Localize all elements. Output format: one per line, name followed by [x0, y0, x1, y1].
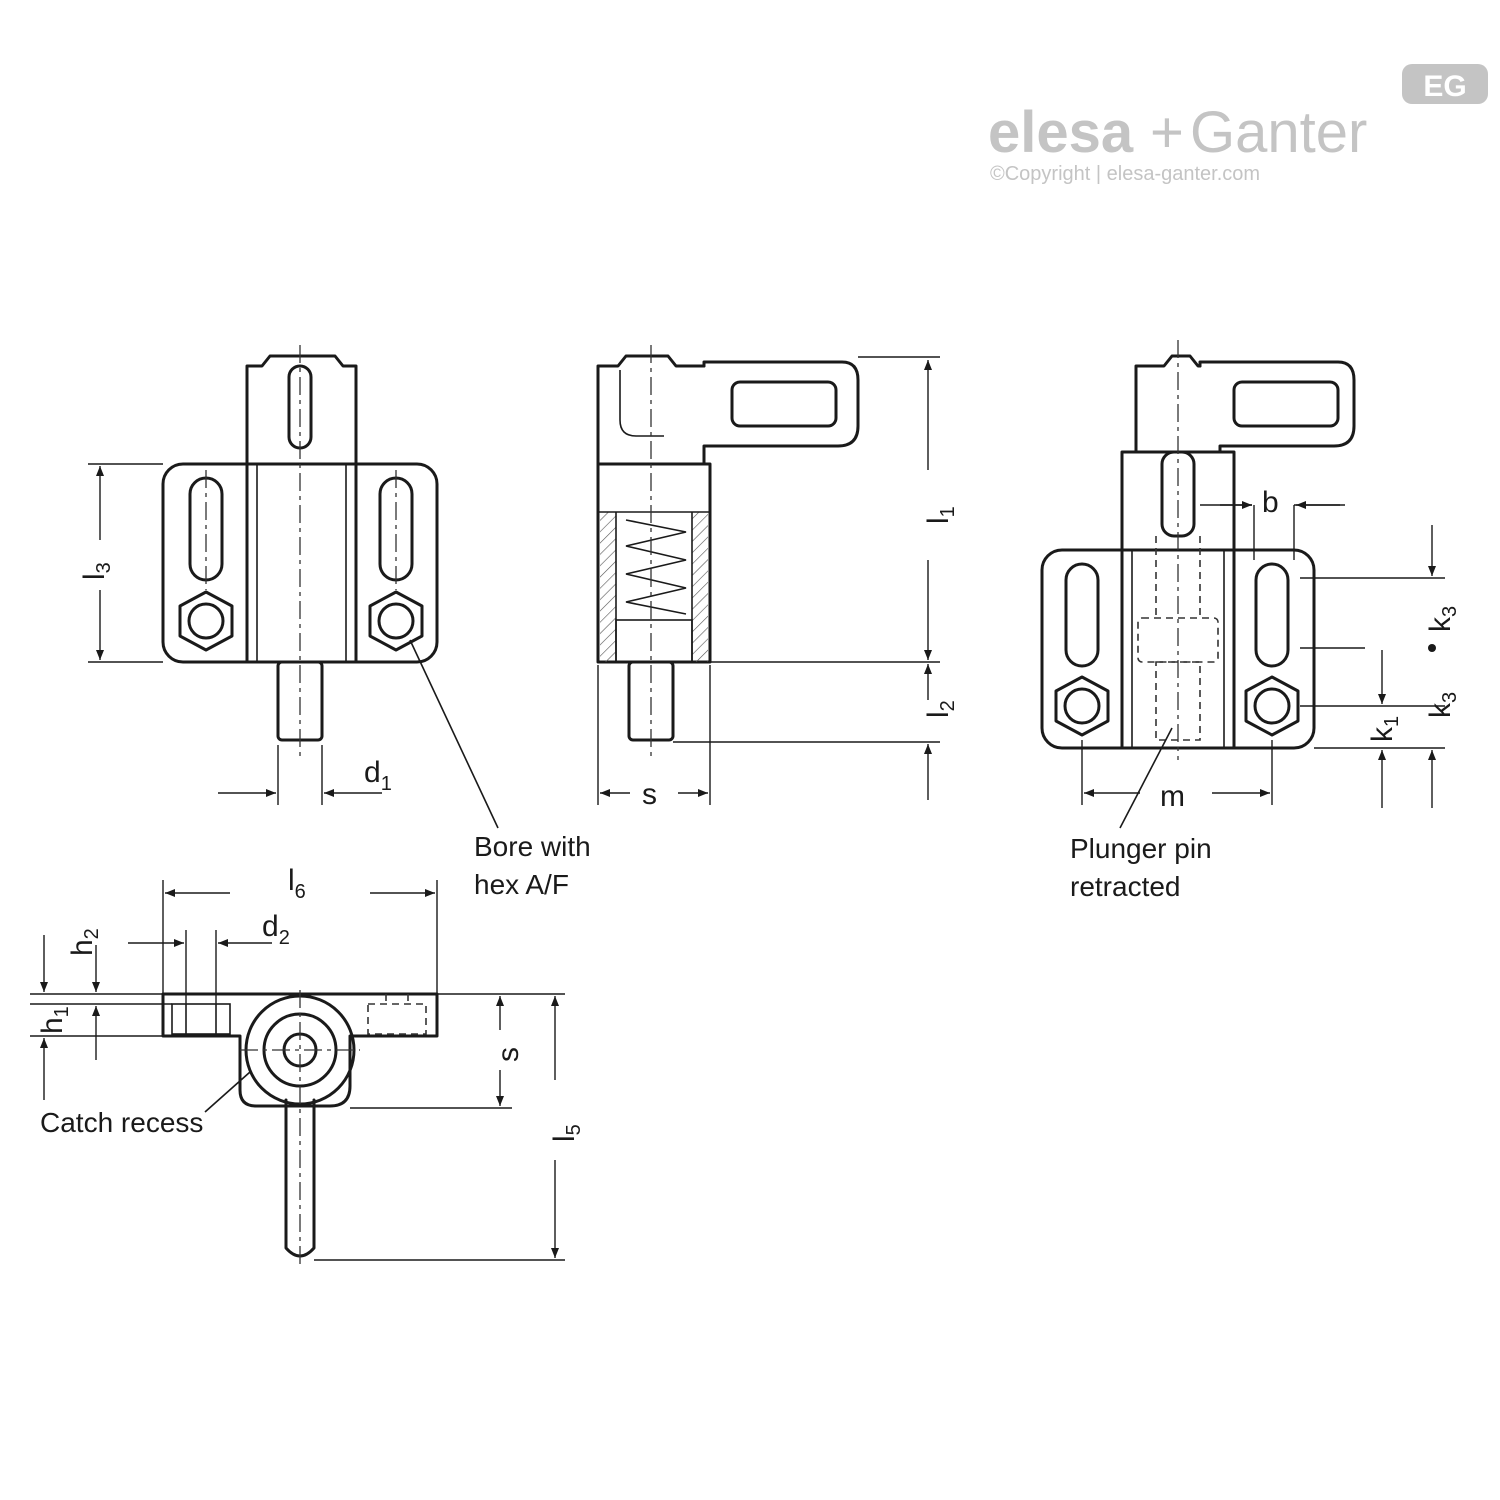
front-view — [88, 345, 499, 829]
label-h1: h1 — [36, 1006, 73, 1034]
label-l5: l5 — [548, 1124, 585, 1142]
label-d2: d2 — [262, 910, 290, 949]
brand-name-ganter: Ganter — [1190, 100, 1367, 165]
note-bore-line1: Bore with — [474, 831, 591, 862]
note-bore-line2: hex A/F — [474, 869, 569, 900]
brand-logo: EG elesa + Ganter ©Copyright | elesa-gan… — [988, 64, 1488, 185]
note-plunger-line1: Plunger pin — [1070, 833, 1212, 864]
label-k1: k1 — [1366, 716, 1403, 742]
brand-copyright: ©Copyright | elesa-ganter.com — [990, 163, 1260, 185]
label-l6: l6 — [288, 864, 306, 903]
note-catch-recess: Catch recess — [40, 1107, 203, 1138]
label-l2: l2 — [922, 700, 959, 718]
top-view — [30, 880, 565, 1265]
note-plunger-line2: retracted — [1070, 871, 1181, 902]
label-m: m — [1160, 780, 1185, 813]
brand-badge-box — [1402, 64, 1488, 104]
side-section-view — [596, 345, 940, 805]
brand-badge: EG — [1423, 70, 1466, 103]
label-l3: l3 — [78, 562, 115, 580]
label-k3-upper: k3 — [1424, 606, 1461, 632]
retracted-view — [1040, 340, 1445, 829]
label-s-top: s — [492, 1047, 525, 1062]
brand-plus: + — [1150, 100, 1184, 165]
label-b: b — [1262, 486, 1279, 519]
label-l1: l1 — [922, 506, 959, 524]
label-h2: h2 — [66, 928, 103, 956]
brand-name-elesa: elesa — [988, 100, 1134, 165]
label-k3-lower: k3 — [1424, 692, 1461, 718]
label-s-side: s — [642, 778, 657, 811]
label-d1: d1 — [364, 756, 392, 795]
